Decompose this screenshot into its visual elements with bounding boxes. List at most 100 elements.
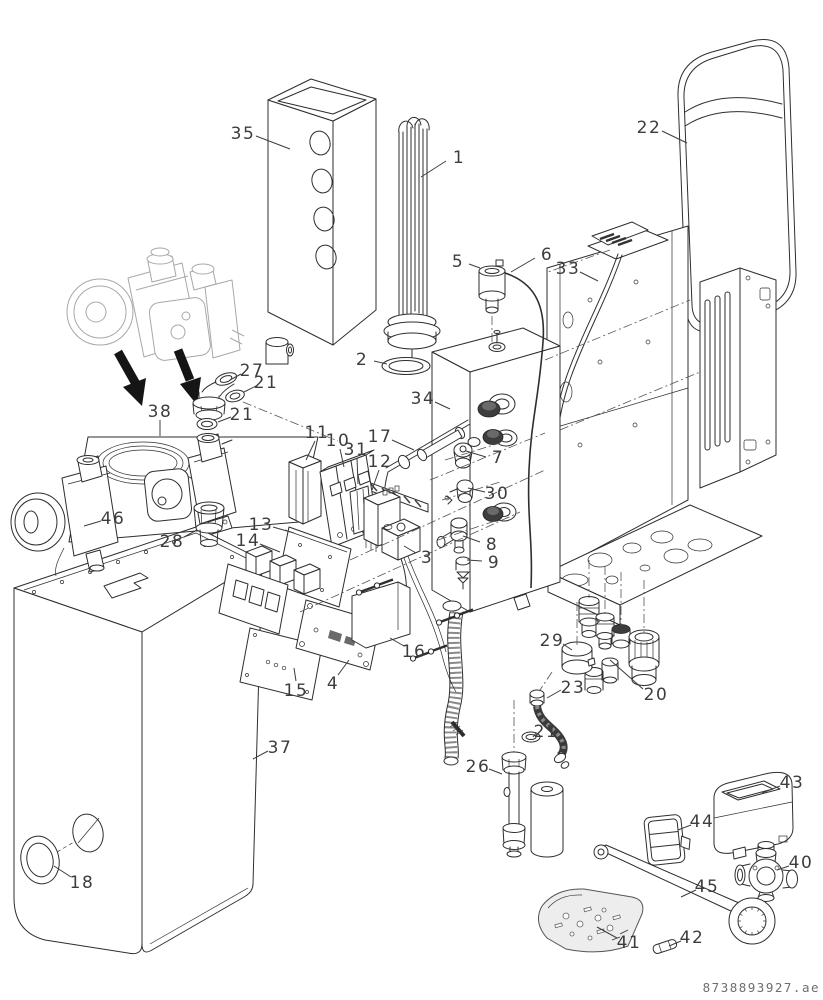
part-5-air-vent-valve bbox=[478, 259, 506, 344]
leader-line-13 bbox=[272, 526, 295, 534]
leader-line-16 bbox=[389, 637, 405, 647]
elbow-fitting-upper bbox=[265, 337, 294, 365]
leader-line-11 bbox=[305, 440, 316, 461]
leader-line-21b bbox=[217, 416, 232, 423]
callout-28-pump-union-nut: 28 bbox=[160, 532, 185, 552]
leader-line-4 bbox=[337, 659, 350, 676]
callout-21a-gasket: 21 bbox=[254, 373, 279, 393]
callout-1-heating-element: 1 bbox=[453, 148, 465, 168]
part-29-sealing-cap bbox=[561, 641, 596, 675]
callout-2-flange-gasket: 2 bbox=[356, 350, 368, 370]
leader-line-37 bbox=[252, 750, 269, 760]
leader-line-9 bbox=[466, 559, 483, 562]
leader-line-30 bbox=[467, 487, 486, 493]
callout-20-cable-glands: 20 bbox=[644, 685, 669, 705]
part-1-heating-element bbox=[383, 116, 441, 362]
callout-12-contactor-small: 12 bbox=[368, 452, 393, 472]
leader-line-10 bbox=[339, 448, 345, 468]
callout-6-capillary-tube: 6 bbox=[541, 245, 553, 265]
insulation-cylinder bbox=[530, 781, 564, 858]
replacement-arrow-left bbox=[114, 349, 146, 406]
callout-23-flexible-hose: 23 bbox=[561, 678, 586, 698]
part-44-junction-box bbox=[643, 814, 691, 866]
callout-27-elbow-union: 27 bbox=[240, 361, 265, 381]
part-2-flange-gasket bbox=[381, 357, 431, 375]
leader-line-5 bbox=[468, 263, 481, 269]
threaded-stud bbox=[449, 720, 466, 738]
part-14-terminal-blocks bbox=[218, 545, 321, 635]
part-35-casing-column bbox=[267, 78, 377, 346]
callout-34-heat-exchanger-block: 34 bbox=[411, 389, 436, 409]
leader-line-8 bbox=[462, 535, 481, 543]
part-26-drain-pipe bbox=[501, 700, 527, 858]
callout-15-cover-plate: 15 bbox=[284, 681, 309, 701]
watermark-text: 8738893927.ae bbox=[702, 980, 820, 995]
callout-10-circuit-breaker: 10 bbox=[326, 431, 351, 451]
leader-line-28 bbox=[183, 529, 198, 538]
leader-line-1 bbox=[420, 160, 447, 178]
part-30-sensor-fitting bbox=[444, 479, 474, 505]
leader-line-15 bbox=[293, 667, 297, 682]
part-27-elbow-union bbox=[192, 372, 238, 421]
callout-41-fastener-bag: 41 bbox=[617, 933, 642, 953]
leader-line-23 bbox=[546, 689, 562, 699]
part-11-contactor bbox=[288, 454, 322, 525]
callout-26-drain-pipe: 26 bbox=[466, 757, 491, 777]
callout-30-sensor-fitting: 30 bbox=[485, 484, 510, 504]
leader-line-46 bbox=[83, 520, 102, 527]
part-43-valve-actuator bbox=[713, 771, 794, 860]
part-6-capillary-tube bbox=[504, 272, 545, 589]
part-21b-gasket bbox=[196, 418, 218, 430]
leader-line-21a bbox=[243, 385, 257, 393]
callout-43-valve-actuator: 43 bbox=[780, 773, 805, 793]
leader-line-34 bbox=[434, 401, 451, 410]
leader-line-41 bbox=[596, 926, 618, 939]
leader-line-18 bbox=[53, 865, 72, 878]
callout-31-auxiliary-contact: 31 bbox=[344, 440, 369, 460]
part-7-pipe-fitting bbox=[453, 437, 481, 469]
callout-18-cable-grommet: 18 bbox=[70, 873, 95, 893]
part-41-fastener-bag bbox=[537, 888, 644, 953]
part-16-bracket-with-screws bbox=[351, 578, 474, 662]
callout-46-circulation-pump: 46 bbox=[101, 509, 126, 529]
callout-40-three-way-valve: 40 bbox=[789, 853, 814, 873]
leader-line-42 bbox=[668, 940, 682, 947]
part-45-ring-spanner bbox=[593, 844, 776, 945]
leader-line-6 bbox=[510, 257, 536, 273]
callout-11-contactor: 11 bbox=[305, 423, 330, 443]
part-38-pump-kit bbox=[68, 433, 319, 543]
leader-line-27 bbox=[229, 373, 242, 381]
part-37-outer-jacket bbox=[13, 526, 263, 955]
callout-44-junction-box: 44 bbox=[690, 812, 715, 832]
leader-line-40 bbox=[776, 865, 790, 871]
corrugated-hose bbox=[443, 610, 464, 766]
part-20-cable-glands bbox=[578, 596, 660, 694]
part-9-drain-fitting bbox=[455, 556, 471, 590]
ghost-pump-right bbox=[148, 263, 245, 361]
assembly-axes bbox=[242, 249, 701, 691]
leader-line-3 bbox=[403, 545, 417, 554]
part-21a-gasket bbox=[225, 389, 245, 403]
leader-line-43 bbox=[761, 785, 781, 794]
leader-line-29 bbox=[562, 643, 573, 651]
callout-7-pipe-fitting: 7 bbox=[492, 448, 504, 468]
part-28-pump-union-nut bbox=[193, 501, 225, 547]
callout-22-front-cover: 22 bbox=[637, 118, 662, 138]
callout-35-casing-column: 35 bbox=[231, 124, 256, 144]
part-23-flexible-hose bbox=[529, 689, 570, 769]
callout-3-safety-thermostat: 3 bbox=[421, 548, 433, 568]
part-33-chassis-frame bbox=[513, 221, 777, 626]
leader-line-21c bbox=[532, 732, 537, 738]
leader-line-45 bbox=[680, 889, 697, 898]
leader-line-31 bbox=[356, 457, 359, 485]
leader-line-12 bbox=[371, 469, 380, 491]
part-34-heat-exchanger-block bbox=[431, 327, 561, 613]
part-46-circulation-pump bbox=[10, 455, 119, 577]
leader-line-17 bbox=[391, 439, 415, 451]
callout-21b-gasket: 21 bbox=[230, 405, 255, 425]
callout-37-outer-jacket: 37 bbox=[268, 738, 293, 758]
callout-8-safety-valve: 8 bbox=[486, 535, 498, 555]
